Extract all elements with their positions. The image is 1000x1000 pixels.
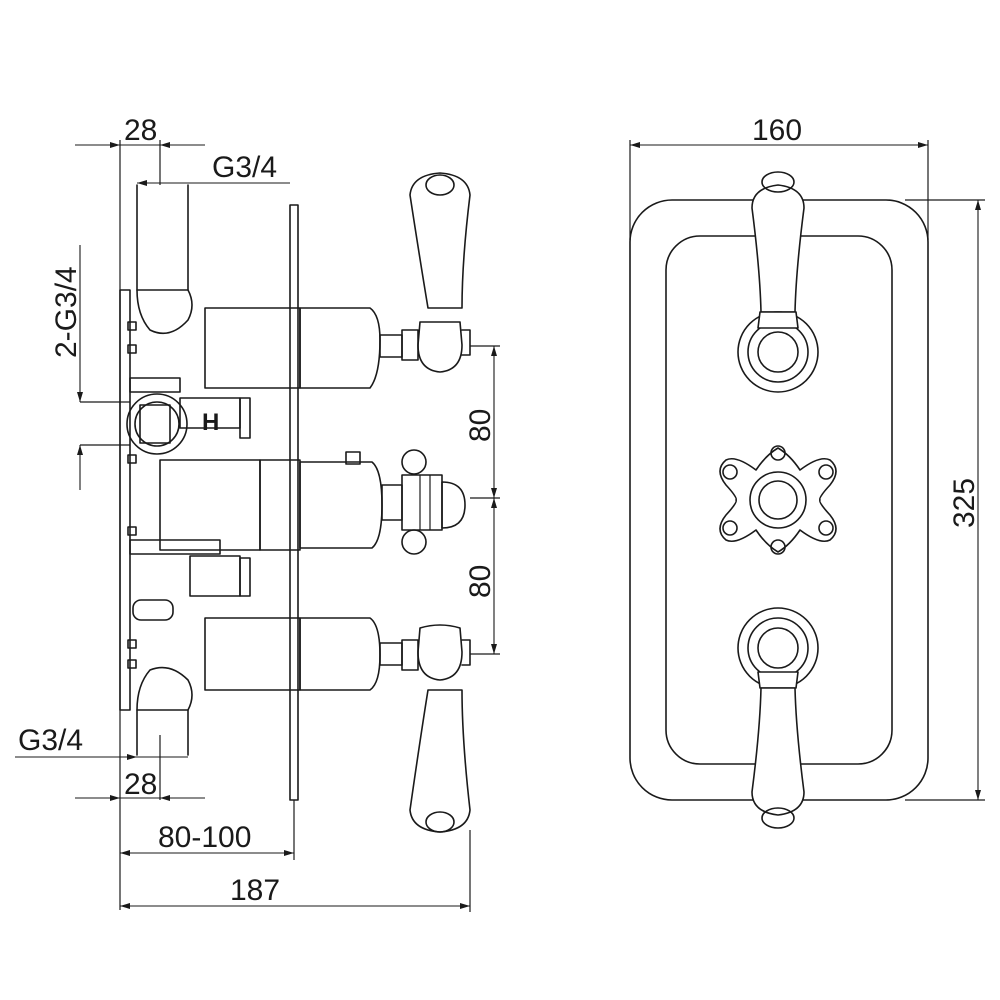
upper-valve-body — [204, 307, 403, 389]
upper-lever-handle-front — [737, 171, 819, 393]
dim-front-width-label: 160 — [752, 114, 802, 147]
dim-bottom-inlet-offset-label: 28 — [124, 768, 157, 801]
mounting-plate — [119, 289, 131, 711]
dim-top-inlet-offset-label: 28 — [124, 114, 157, 147]
dim-wall-depth-label: 80-100 — [158, 821, 251, 854]
front-view: 160 325 — [629, 114, 985, 829]
cover-plate — [289, 204, 299, 801]
middle-valve-body — [159, 451, 403, 551]
lower-lever-handle-front — [737, 607, 819, 829]
dim-lower-spacing-label: 80 — [464, 565, 497, 598]
upper-lever-handle-side — [401, 172, 471, 373]
lower-valve-body — [204, 617, 403, 691]
back-plate-screws — [127, 321, 137, 669]
dim-upper-spacing-label: 80 — [464, 409, 497, 442]
dim-total-depth-label: 187 — [230, 874, 280, 907]
bottom-inlet-pipe — [136, 666, 193, 756]
lower-connector — [132, 599, 174, 621]
hot-indicator-label: H — [202, 409, 219, 436]
side-view: H — [15, 114, 500, 912]
lower-lever-handle-side — [401, 624, 471, 833]
lower-bar — [129, 539, 221, 555]
cold-cartridge-end — [239, 557, 251, 597]
dim-left-thread-label: 2-G3/4 — [50, 266, 83, 358]
cold-cartridge — [189, 555, 241, 597]
dim-top-thread-label: G3/4 — [212, 151, 277, 184]
upper-bar — [129, 377, 181, 393]
middle-cross-handle-front — [719, 445, 837, 555]
hot-cartridge-end — [239, 397, 251, 439]
dim-front-height-label: 325 — [948, 478, 981, 528]
top-inlet-pipe — [136, 184, 193, 335]
side-port-fitting — [126, 393, 188, 455]
dim-bottom-thread-label: G3/4 — [18, 724, 83, 757]
middle-cross-handle-side — [401, 449, 466, 555]
